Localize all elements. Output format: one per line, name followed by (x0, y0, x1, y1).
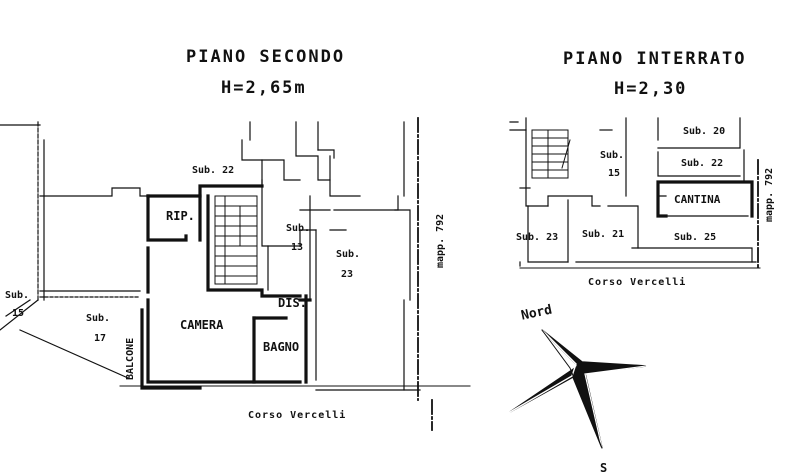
label-sub-17-a: Sub. (86, 313, 111, 324)
label-sub-22-basement: Sub. 22 (681, 158, 724, 169)
basement-title: PIANO INTERRATO (563, 49, 747, 69)
label-sub-20: Sub. 20 (683, 126, 726, 137)
street-name-second: Corso Vercelli (248, 410, 347, 421)
label-sub-17-b: 17 (94, 333, 107, 344)
label-sub-22-second: Sub. 22 (192, 165, 235, 176)
compass-south-label: S (600, 461, 608, 475)
label-sub-23-basement: Sub. 23 (516, 232, 559, 243)
label-mapp-792-second: mapp. 792 (435, 213, 446, 268)
label-sub-15-basement-a: Sub. (600, 150, 625, 161)
street-name-basement: Corso Vercelli (588, 277, 687, 288)
basement-height: H=2,30 (614, 79, 688, 99)
room-balcone: BALCONE (125, 337, 136, 380)
basement-outline (509, 117, 757, 267)
second-floor-adjacent-walls (241, 121, 421, 391)
room-rip: RIP. (166, 209, 195, 223)
room-dis: DIS. (278, 296, 307, 310)
label-sub-13-b: 13 (291, 242, 304, 253)
stair-basement (531, 129, 571, 179)
label-sub-25: Sub. 25 (674, 232, 717, 243)
cantina-walls (656, 180, 754, 218)
label-sub-21: Sub. 21 (582, 229, 625, 240)
label-sub-23-a: Sub. (336, 249, 361, 260)
apartment-walls (140, 184, 312, 390)
room-bagno: BAGNO (263, 340, 300, 354)
second-floor-title: PIANO SECONDO (186, 47, 346, 67)
label-sub-15-a: Sub. (5, 290, 30, 301)
label-mapp-792-basement: mapp. 792 (764, 167, 775, 222)
compass-rose (509, 329, 647, 449)
label-sub-15-b: 15 (12, 308, 25, 319)
label-sub-13-a: Sub. (286, 223, 311, 234)
basement-cellars (657, 117, 749, 217)
stair-second-floor (214, 195, 258, 285)
second-floor-outline (0, 121, 153, 379)
label-sub-15-basement-b: 15 (608, 168, 621, 179)
room-camera: CAMERA (180, 318, 224, 332)
room-cantina: CANTINA (674, 193, 721, 206)
label-sub-23-b: 23 (341, 269, 354, 280)
second-floor-height: H=2,65m (221, 78, 307, 98)
